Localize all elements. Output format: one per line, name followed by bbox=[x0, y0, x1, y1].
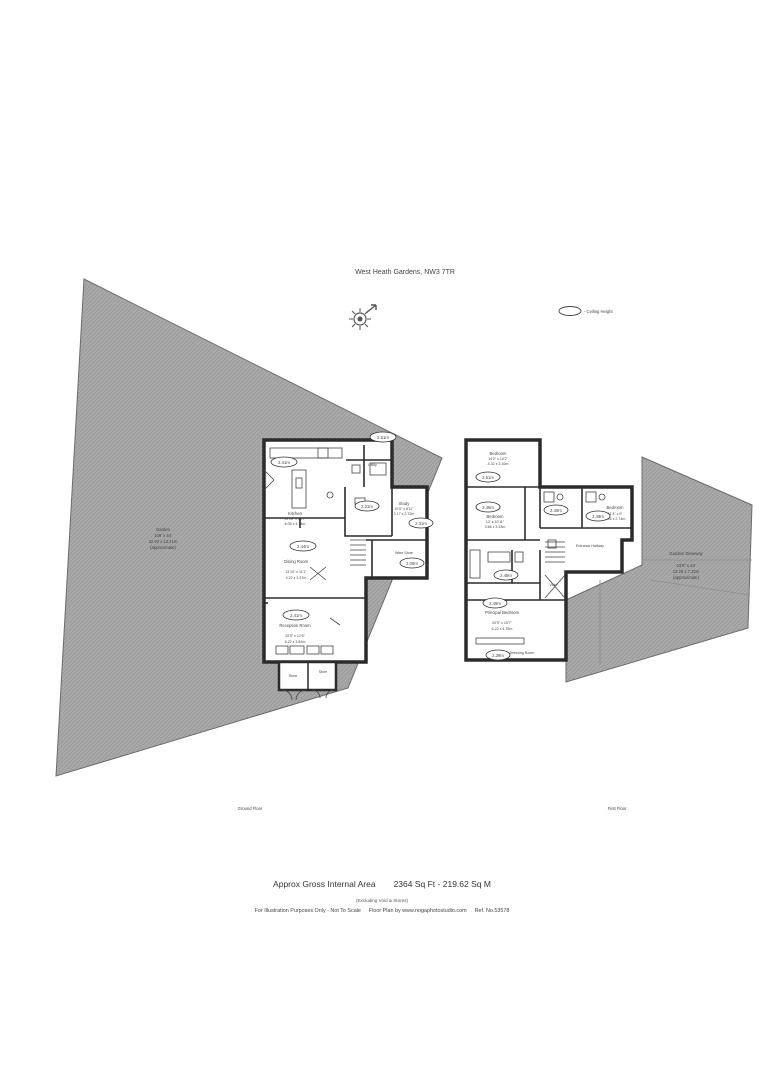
ceiling-height-badge: 2.44m bbox=[289, 540, 317, 552]
ground-floor-label: Ground Floor bbox=[238, 806, 263, 811]
bedroom-1-imperial: 14'2" x 10'2" bbox=[488, 457, 508, 461]
gross-area-label: Approx Gross Internal Area bbox=[273, 879, 376, 889]
illustration-note: For Illustration Purposes Only - Not To … bbox=[254, 908, 361, 914]
bedroom-3-name: Bedroom bbox=[607, 505, 625, 510]
ceiling-height-badge: 2.49m bbox=[543, 504, 569, 516]
ceiling-height-badge: 2.51m bbox=[369, 431, 397, 443]
hallway-name: Entrance Hallway bbox=[576, 544, 604, 548]
reception-imperial: 20'5" x 12'6" bbox=[285, 634, 305, 638]
ceiling-height-badge: 2.39m bbox=[485, 649, 511, 661]
first-floor-label: First Floor bbox=[608, 806, 627, 811]
store-2-name: Store bbox=[319, 670, 328, 674]
ceiling-height-badge: 2.21m bbox=[354, 500, 380, 512]
kitchen-name: Kitchen bbox=[288, 511, 303, 516]
store-1-name: Store bbox=[289, 674, 298, 678]
legend-ellipse bbox=[558, 306, 582, 316]
principal-metric: 6.22 x 4.75m bbox=[492, 627, 513, 631]
study-imperial: 10'5" x 8'11" bbox=[394, 507, 414, 511]
first-building bbox=[464, 438, 634, 662]
bedroom-2-imperial: 12' x 10'11" bbox=[486, 520, 505, 524]
first-floor-plan: Garden/ Driveway 43'6" x 24' 13.26 x 7.3… bbox=[464, 438, 753, 811]
dining-metric: 4.22 x 3.37m bbox=[286, 576, 307, 580]
bedroom-1-metric: 4.32 x 3.10m bbox=[488, 462, 509, 466]
dressing-name: Dressing Room bbox=[510, 651, 535, 655]
garden-note: (approximate) bbox=[150, 545, 176, 550]
driveway-metric: 13.26 x 7.32m bbox=[673, 569, 700, 574]
ceiling-height-legend: - Ceiling Height bbox=[558, 306, 613, 316]
garden-metric: 32.92 x 13.41m bbox=[149, 539, 178, 544]
floorplan-credit: Floor Plan by www.nogaphotostudio.com bbox=[368, 908, 467, 914]
svg-text:2.31m: 2.31m bbox=[415, 521, 427, 526]
svg-text:2.41m: 2.41m bbox=[290, 613, 302, 618]
svg-text:2.49m: 2.49m bbox=[592, 514, 604, 519]
study-metric: 3.17 x 2.72m bbox=[394, 512, 415, 516]
reception-metric: 6.22 x 3.81m bbox=[285, 640, 306, 644]
principal-imperial: 20'5" x 15'7" bbox=[492, 621, 512, 625]
svg-text:2.51m: 2.51m bbox=[482, 475, 494, 480]
ceiling-height-badge: 2.06m bbox=[399, 557, 425, 569]
study-name: Study bbox=[399, 501, 411, 506]
gross-area-sqm: - 219.62 Sq M bbox=[437, 879, 491, 889]
ceiling-height-badge: 2.41m bbox=[270, 456, 298, 468]
area-exclusion: (Excluding Void & Stores) bbox=[355, 898, 409, 903]
ground-floor-plan: Garden 108' x 44' 32.92 x 13.41m (approx… bbox=[55, 278, 443, 811]
kitchen-imperial: 19'10" x 13'7" bbox=[284, 517, 306, 521]
principal-name: Principal Bedroom bbox=[485, 610, 520, 615]
plan-title: West Heath Gardens, NW3 7TR bbox=[355, 269, 455, 276]
svg-text:2.49m: 2.49m bbox=[500, 573, 512, 578]
ceiling-height-badge: 2.46m bbox=[475, 501, 501, 513]
ceiling-height-badge: 2.41m bbox=[282, 609, 310, 621]
svg-text:2.44m: 2.44m bbox=[297, 544, 309, 549]
bedroom-3-metric: 3.45 x 2.74m bbox=[605, 517, 626, 521]
gross-area-sqft: 2364 Sq Ft bbox=[393, 879, 436, 889]
void-name: Void bbox=[550, 583, 557, 587]
svg-text:2.39m: 2.39m bbox=[492, 653, 504, 658]
illustration-note-line: For Illustration Purposes Only - Not To … bbox=[0, 908, 764, 914]
svg-text:2.41m: 2.41m bbox=[278, 460, 290, 465]
legend-label: - Ceiling Height bbox=[584, 309, 613, 314]
ceiling-height-badge: 2.49m bbox=[493, 569, 519, 581]
utility-name: Utility bbox=[368, 463, 377, 467]
reception-name: Reception Room bbox=[279, 623, 311, 628]
ceiling-height-badge: 2.31m bbox=[408, 517, 434, 529]
ceiling-height-badge: 2.49m bbox=[585, 510, 611, 522]
ceiling-height-badge: 2.49m bbox=[482, 597, 508, 609]
dining-name: Dining Room bbox=[284, 559, 309, 564]
compass-sun-icon bbox=[349, 304, 377, 330]
garden-imperial: 108' x 44' bbox=[154, 533, 172, 538]
gross-area-line: Approx Gross Internal Area 2364 Sq Ft - 2… bbox=[0, 879, 764, 889]
kitchen-metric: 6.05 x 4.14m bbox=[285, 522, 306, 526]
wine-store-name: Wine Store bbox=[395, 551, 413, 555]
bedroom-1-name: Bedroom bbox=[490, 451, 508, 456]
svg-text:2.46m: 2.46m bbox=[482, 505, 494, 510]
driveway-note: (approximate) bbox=[673, 575, 699, 580]
reference-number: Ref. No.53578 bbox=[474, 908, 510, 914]
driveway-imperial: 43'6" x 24' bbox=[676, 563, 695, 568]
driveway-name: Garden/ Driveway bbox=[669, 551, 703, 556]
bedroom-2-metric: 3.66 x 3.33m bbox=[485, 525, 506, 529]
bedroom-2-name: Bedroom bbox=[487, 514, 505, 519]
garden-name: Garden bbox=[156, 527, 171, 532]
svg-text:2.21m: 2.21m bbox=[361, 504, 373, 509]
bedroom-3-imperial: 11'4" x 9' bbox=[608, 512, 622, 516]
svg-text:2.49m: 2.49m bbox=[550, 508, 562, 513]
svg-text:2.49m: 2.49m bbox=[489, 601, 501, 606]
svg-text:2.06m: 2.06m bbox=[406, 561, 418, 566]
driveway-area bbox=[565, 456, 753, 683]
svg-text:2.51m: 2.51m bbox=[377, 435, 389, 440]
dining-imperial: 13'10" x 11'1" bbox=[285, 570, 307, 574]
ceiling-height-badge: 2.51m bbox=[475, 471, 501, 483]
